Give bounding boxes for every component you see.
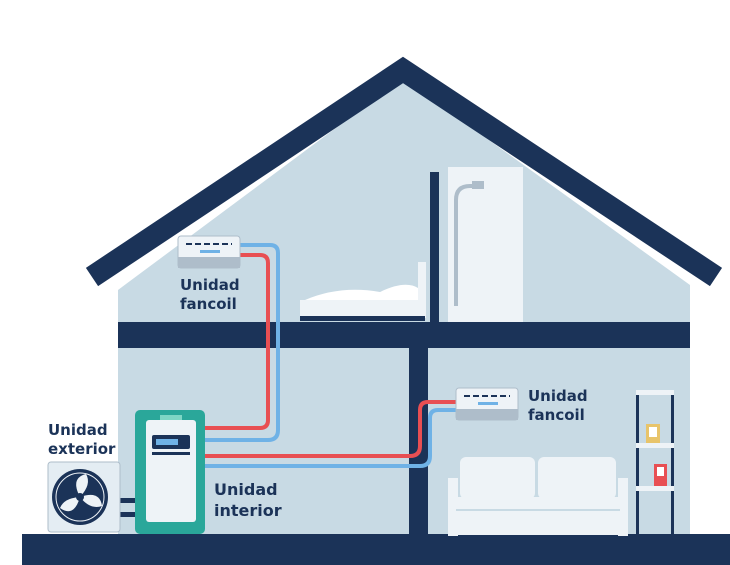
label-interior-unit: Unidad interior xyxy=(214,479,282,521)
label-exterior-unit: Unidad exterior xyxy=(48,421,115,459)
label-interior-unit-line1: Unidad xyxy=(214,480,278,499)
label-exterior-unit-line2: exterior xyxy=(48,440,116,458)
exterior-unit xyxy=(47,461,142,533)
cold-pipe-lower xyxy=(204,408,458,468)
cold-pipe-upper xyxy=(204,243,280,442)
fancoil-unit-upper xyxy=(177,235,241,269)
label-fancoil-lower: Unidad fancoil xyxy=(528,387,588,425)
fan-icon xyxy=(52,469,108,525)
label-fancoil-lower-line1: Unidad xyxy=(528,387,588,405)
label-exterior-unit-line1: Unidad xyxy=(48,421,108,439)
label-interior-unit-line2: interior xyxy=(214,501,282,520)
upper-floor-slab xyxy=(118,322,690,348)
interior-unit xyxy=(135,410,205,534)
label-fancoil-upper: Unidad fancoil xyxy=(180,276,240,314)
shower-icon xyxy=(448,167,523,322)
upper-partition-wall xyxy=(430,172,439,322)
label-fancoil-lower-line2: fancoil xyxy=(528,406,585,424)
fancoil-unit-lower xyxy=(455,387,519,421)
ground-floor-slab xyxy=(22,534,730,565)
hot-pipe-upper xyxy=(204,253,270,430)
sofa-icon xyxy=(448,457,628,536)
shelf-icon xyxy=(636,390,674,536)
house-roof xyxy=(85,56,723,287)
label-fancoil-upper-line2: fancoil xyxy=(180,295,237,313)
hot-pipe-lower xyxy=(204,400,458,458)
bed-icon xyxy=(300,262,426,321)
label-fancoil-upper-line1: Unidad xyxy=(180,276,240,294)
